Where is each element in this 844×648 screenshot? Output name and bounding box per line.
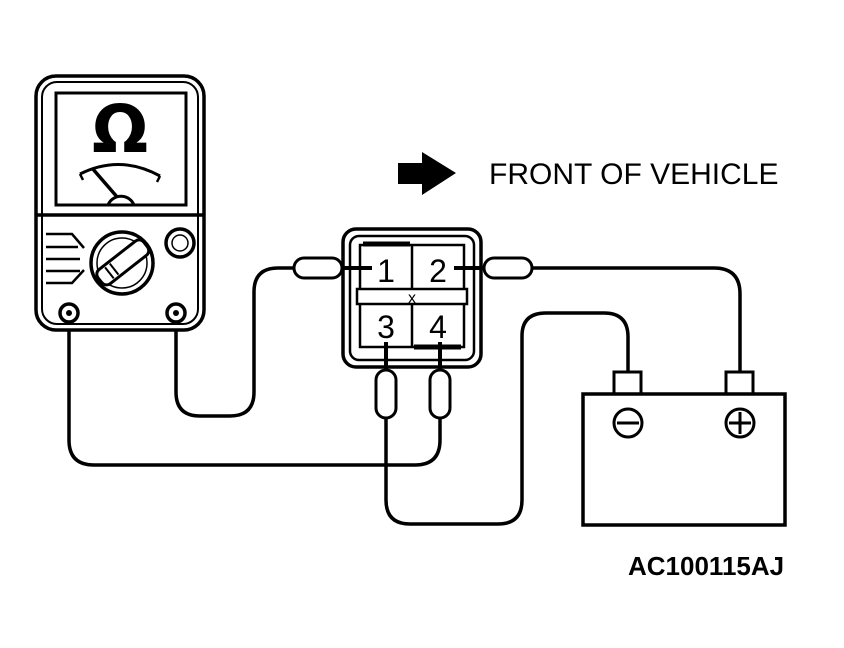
wire-meter-left-to-terminal-4 (67, 316, 442, 467)
reference-code: AC100115AJ (628, 551, 784, 581)
meter-range-marks (46, 232, 85, 285)
relay-center-mark: x (408, 290, 416, 307)
meter-zero-adjust-knob (164, 227, 196, 259)
battery-icon (581, 370, 787, 527)
relay-inner-housing (348, 234, 476, 362)
wire-terminal-3-to-battery-negative (384, 311, 630, 526)
ohmmeter-icon: Ω (34, 74, 206, 332)
relay-center-bar (355, 287, 469, 306)
meter-needle-pivot (105, 194, 137, 207)
test-probes (292, 256, 534, 420)
meter-body-inner (41, 81, 199, 325)
probe-terminal-1 (292, 256, 372, 280)
meter-symbol: Ω (92, 91, 148, 168)
battery-post-positive (724, 370, 755, 396)
wires (67, 266, 742, 526)
wire-terminal-2-to-battery-positive (528, 266, 742, 374)
meter-scale-tick (78, 173, 162, 183)
wire-meter-right-to-terminal-1 (174, 266, 298, 418)
battery-post-negative (612, 370, 643, 396)
relay-terminal-1: 1 (377, 253, 395, 289)
meter-scale-arc (79, 163, 161, 178)
relay-terminal-3: 3 (377, 309, 395, 345)
relay-connector-icon: x 1 2 3 4 (341, 227, 483, 369)
battery-body (581, 392, 787, 527)
arrow-right-icon (398, 152, 456, 195)
probe-terminal-2 (454, 256, 534, 280)
probe-terminal-4 (428, 342, 452, 420)
front-of-vehicle-label: FRONT OF VEHICLE (489, 158, 778, 191)
battery-positive-icon (724, 407, 756, 439)
probe-terminal-3 (374, 342, 398, 420)
meter-selector-knob (89, 230, 155, 296)
meter-zero-adjust-knob-inner (171, 234, 189, 252)
relay-terminal-2: 2 (429, 253, 447, 289)
relay-terminal-4: 4 (429, 309, 447, 345)
meter-needle (90, 166, 120, 200)
meter-jack-right-center (173, 310, 179, 316)
meter-jack-left-center (66, 310, 72, 316)
battery-negative-icon (612, 407, 644, 439)
